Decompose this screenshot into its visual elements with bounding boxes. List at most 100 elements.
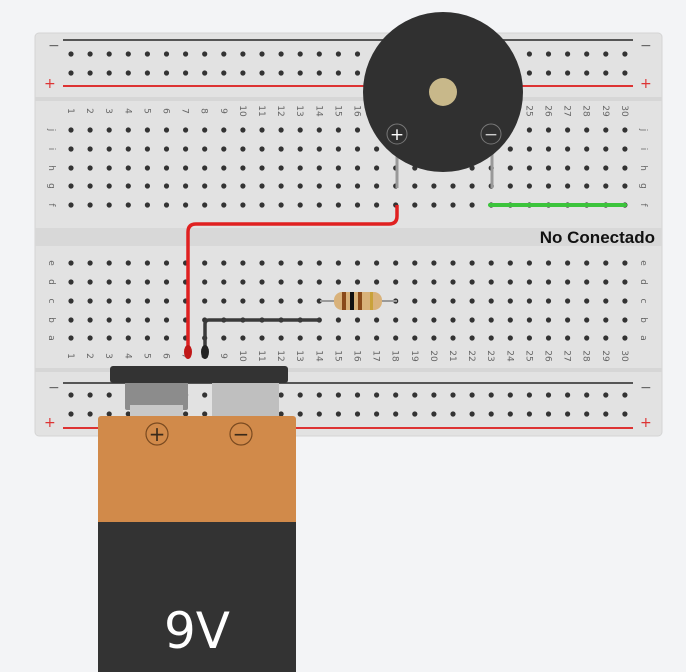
hole[interactable]	[259, 298, 265, 304]
rail-hole[interactable]	[584, 70, 590, 76]
rail-hole[interactable]	[297, 392, 303, 398]
hole[interactable]	[335, 317, 341, 323]
resistor[interactable]	[320, 292, 397, 310]
hole[interactable]	[278, 279, 284, 285]
hole[interactable]	[68, 317, 74, 323]
hole[interactable]	[68, 260, 74, 266]
rail-hole[interactable]	[507, 411, 513, 417]
hole[interactable]	[603, 317, 609, 323]
rail-hole[interactable]	[565, 411, 571, 417]
hole[interactable]	[163, 298, 170, 304]
hole[interactable]	[202, 183, 208, 189]
hole[interactable]	[469, 335, 475, 341]
hole[interactable]	[584, 127, 590, 133]
hole[interactable]	[603, 335, 609, 341]
rail-hole[interactable]	[526, 51, 533, 57]
hole[interactable]	[545, 165, 552, 171]
rail-hole[interactable]	[68, 51, 74, 57]
hole[interactable]	[526, 279, 533, 285]
rail-hole[interactable]	[68, 70, 74, 76]
hole[interactable]	[297, 202, 303, 208]
hole[interactable]	[431, 183, 437, 189]
hole[interactable]	[144, 298, 150, 304]
hole[interactable]	[412, 335, 418, 341]
hole[interactable]	[622, 183, 628, 189]
hole[interactable]	[316, 298, 322, 304]
rail-hole[interactable]	[278, 411, 284, 417]
rail-hole[interactable]	[297, 411, 303, 417]
hole[interactable]	[144, 260, 150, 266]
rail-hole[interactable]	[87, 411, 93, 417]
hole[interactable]	[545, 317, 552, 323]
hole[interactable]	[622, 317, 628, 323]
hole[interactable]	[221, 183, 227, 189]
rail-hole[interactable]	[393, 392, 399, 398]
hole[interactable]	[507, 298, 513, 304]
hole[interactable]	[87, 335, 93, 341]
hole[interactable]	[163, 279, 170, 285]
hole[interactable]	[240, 298, 246, 304]
hole[interactable]	[278, 165, 284, 171]
hole[interactable]	[335, 165, 341, 171]
hole[interactable]	[125, 146, 131, 152]
hole[interactable]	[106, 146, 112, 152]
hole[interactable]	[240, 260, 246, 266]
hole[interactable]	[144, 146, 150, 152]
hole[interactable]	[335, 279, 341, 285]
hole[interactable]	[163, 165, 170, 171]
hole[interactable]	[297, 127, 303, 133]
hole[interactable]	[163, 335, 170, 341]
hole[interactable]	[259, 165, 265, 171]
hole[interactable]	[507, 165, 513, 171]
hole[interactable]	[183, 202, 189, 208]
hole[interactable]	[259, 335, 265, 341]
rail-hole[interactable]	[565, 51, 571, 57]
hole[interactable]	[469, 317, 475, 323]
rail-hole[interactable]	[354, 411, 361, 417]
rail-hole[interactable]	[87, 70, 93, 76]
hole[interactable]	[144, 165, 150, 171]
hole[interactable]	[240, 279, 246, 285]
rail-hole[interactable]	[316, 70, 322, 76]
hole[interactable]	[278, 298, 284, 304]
hole[interactable]	[488, 298, 494, 304]
rail-hole[interactable]	[393, 411, 399, 417]
hole[interactable]	[202, 279, 208, 285]
hole[interactable]	[622, 165, 628, 171]
rail-hole[interactable]	[259, 51, 265, 57]
hole[interactable]	[106, 183, 112, 189]
hole[interactable]	[545, 183, 552, 189]
hole[interactable]	[163, 202, 170, 208]
hole[interactable]	[202, 260, 208, 266]
hole[interactable]	[144, 317, 150, 323]
hole[interactable]	[412, 202, 418, 208]
hole[interactable]	[87, 279, 93, 285]
rail-hole[interactable]	[106, 70, 112, 76]
hole[interactable]	[335, 260, 341, 266]
hole[interactable]	[374, 183, 380, 189]
hole[interactable]	[259, 202, 265, 208]
rail-hole[interactable]	[297, 51, 303, 57]
hole[interactable]	[87, 127, 93, 133]
rail-hole[interactable]	[431, 411, 437, 417]
hole[interactable]	[603, 165, 609, 171]
rail-hole[interactable]	[163, 51, 170, 57]
hole[interactable]	[297, 183, 303, 189]
rail-hole[interactable]	[297, 70, 303, 76]
rail-hole[interactable]	[450, 411, 456, 417]
hole[interactable]	[469, 298, 475, 304]
hole[interactable]	[221, 146, 227, 152]
hole[interactable]	[68, 183, 74, 189]
hole[interactable]	[68, 127, 74, 133]
hole[interactable]	[240, 127, 246, 133]
hole[interactable]	[507, 183, 513, 189]
hole[interactable]	[603, 146, 609, 152]
rail-hole[interactable]	[354, 51, 361, 57]
rail-hole[interactable]	[144, 70, 150, 76]
hole[interactable]	[374, 317, 380, 323]
hole[interactable]	[469, 260, 475, 266]
hole[interactable]	[163, 146, 170, 152]
hole[interactable]	[125, 165, 131, 171]
rail-hole[interactable]	[526, 411, 533, 417]
hole[interactable]	[412, 260, 418, 266]
